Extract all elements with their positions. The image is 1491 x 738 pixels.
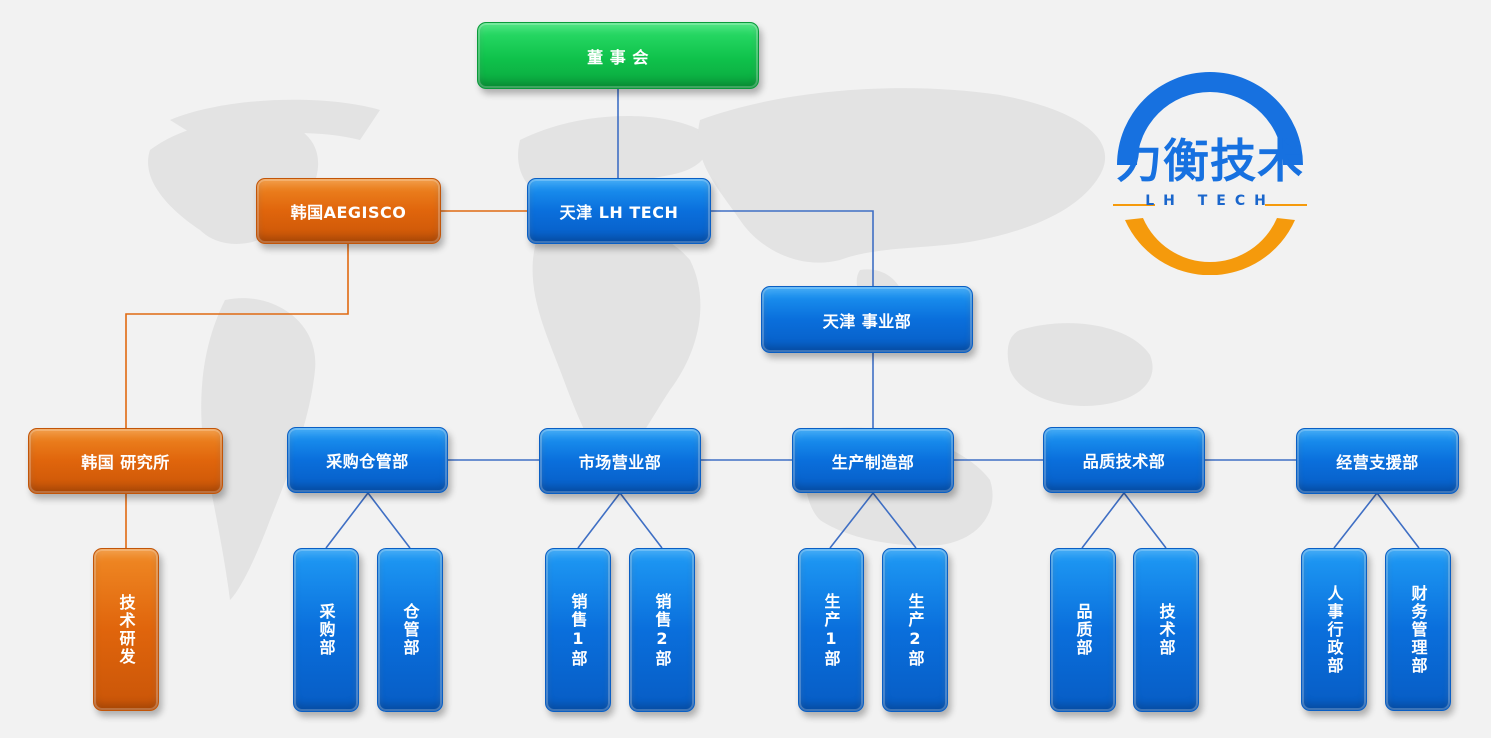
node-tianjin-division-label: 天津 事业部: [822, 311, 912, 331]
node-operations-support[interactable]: 经营支援部: [1296, 428, 1459, 494]
node-sales-2-label: 销售2部: [652, 592, 672, 668]
node-sales-1-label: 销售1部: [568, 592, 588, 668]
node-hr-admin[interactable]: 人事行政部: [1301, 548, 1367, 711]
node-korea-aegisco-label: 韩国AEGISCO: [290, 203, 407, 222]
node-korea-aegisco[interactable]: 韩国AEGISCO: [256, 178, 441, 244]
node-production[interactable]: 生产制造部: [792, 428, 954, 493]
node-quality-tech[interactable]: 品质技术部: [1043, 427, 1205, 493]
node-purchase-warehouse[interactable]: 采购仓管部: [287, 427, 448, 493]
node-production-2[interactable]: 生产2部: [882, 548, 948, 712]
logo-subtitle: LH TECH: [1145, 193, 1275, 209]
node-production-1[interactable]: 生产1部: [798, 548, 864, 712]
node-tianjin-division[interactable]: 天津 事业部: [761, 286, 973, 353]
node-production-2-label: 生产2部: [905, 592, 925, 668]
node-tech-dept[interactable]: 技术部: [1133, 548, 1199, 712]
node-korea-institute[interactable]: 韩国 研究所: [28, 428, 223, 494]
node-warehouse-dept-label: 仓管部: [400, 603, 420, 657]
logo-orange-arc: [1125, 218, 1295, 275]
node-warehouse-dept[interactable]: 仓管部: [377, 548, 443, 712]
connector-quality-subs: [1081, 491, 1167, 549]
node-marketing-sales[interactable]: 市场营业部: [539, 428, 701, 494]
node-finance-label: 财务管理部: [1408, 584, 1428, 675]
node-tianjin-lh-tech-label: 天津 LH TECH: [559, 203, 679, 222]
connector-purchase-subs: [325, 491, 411, 549]
connector-production-subs: [829, 491, 917, 549]
connector-tianjin-division: [711, 210, 874, 286]
logo-blue-arc: [1117, 72, 1303, 165]
node-tech-rd-label: 技术研发: [116, 593, 136, 666]
node-purchase-warehouse-label: 采购仓管部: [326, 452, 409, 471]
node-marketing-sales-label: 市场营业部: [578, 453, 662, 472]
node-board-label: 董 事 会: [587, 47, 649, 67]
node-sales-1[interactable]: 销售1部: [545, 548, 611, 712]
node-korea-institute-label: 韩国 研究所: [81, 453, 170, 472]
node-quality-dept[interactable]: 品质部: [1050, 548, 1116, 712]
node-production-1-label: 生产1部: [821, 592, 841, 668]
connector-marketing-subs: [577, 491, 663, 549]
node-purchase-dept-label: 采购部: [316, 603, 336, 657]
node-production-label: 生产制造部: [831, 452, 915, 472]
node-purchase-dept[interactable]: 采购部: [293, 548, 359, 712]
node-tech-dept-label: 技术部: [1156, 603, 1176, 657]
node-board[interactable]: 董 事 会: [477, 22, 759, 89]
node-hr-admin-label: 人事行政部: [1324, 584, 1344, 675]
connector-korea-institute: [125, 244, 349, 428]
node-operations-support-label: 经营支援部: [1336, 453, 1419, 472]
node-tianjin-lh-tech[interactable]: 天津 LH TECH: [527, 178, 711, 244]
lh-tech-logo: [1113, 72, 1307, 275]
node-finance[interactable]: 财务管理部: [1385, 548, 1451, 711]
logo-name: 力衡技术: [1116, 134, 1304, 188]
node-sales-2[interactable]: 销售2部: [629, 548, 695, 712]
node-quality-dept-label: 品质部: [1073, 603, 1093, 657]
node-tech-rd[interactable]: 技术研发: [93, 548, 159, 711]
connector-operations-subs: [1333, 491, 1420, 549]
node-quality-tech-label: 品质技术部: [1082, 452, 1166, 471]
